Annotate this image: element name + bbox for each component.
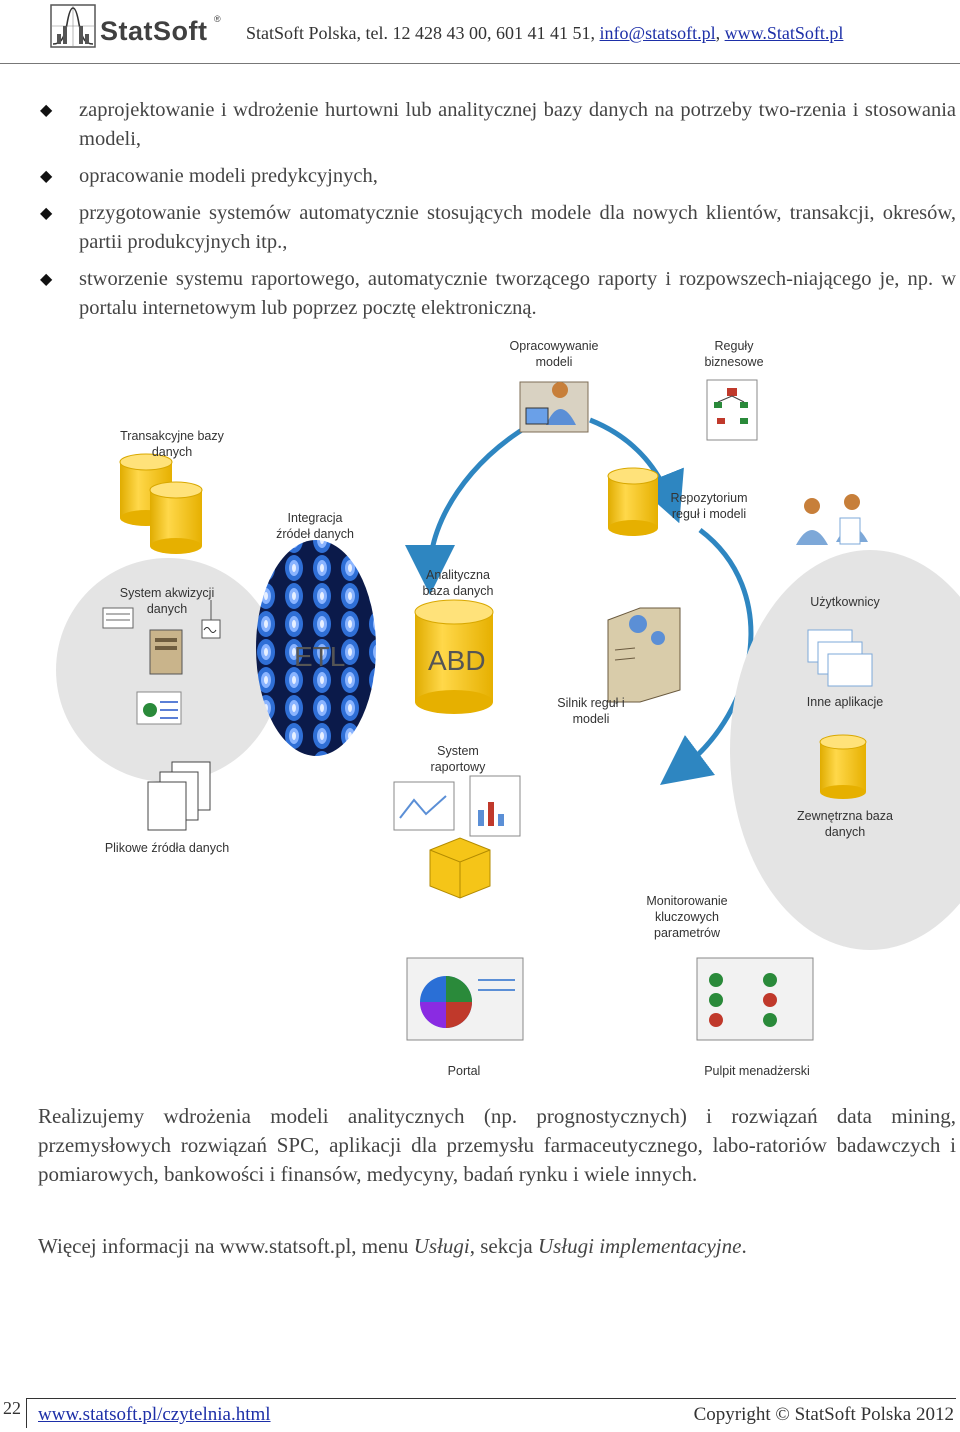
label-line: danych	[152, 445, 192, 459]
label-line: kluczowych	[655, 910, 719, 924]
label-kpi-monitoring: Monitorowanie kluczowych parametrów	[646, 894, 727, 940]
contact-separator: ,	[715, 23, 725, 43]
page-number: 22	[3, 1398, 21, 1418]
label-line: danych	[147, 602, 187, 616]
more-info-prefix: Więcej informacji na www.statsoft.pl, me…	[38, 1234, 414, 1258]
label-line: Monitorowanie	[646, 894, 727, 908]
label-line: Zewnętrzna baza	[797, 809, 893, 823]
implementation-paragraph: Realizujemy wdrożenia modeli analityczny…	[38, 1104, 956, 1186]
label-line: System akwizycji	[120, 586, 214, 600]
label-external-db: Zewnętrzna baza danych	[797, 809, 893, 839]
email-link[interactable]: info@statsoft.pl	[599, 23, 716, 43]
more-info-paragraph: Więcej informacji na www.statsoft.pl, me…	[38, 1232, 956, 1261]
arc-right	[589, 417, 684, 524]
registered-mark: ®	[214, 14, 221, 24]
label-line: modeli	[536, 355, 573, 369]
label-users: Użytkownicy	[810, 595, 880, 609]
external-db-cylinder	[819, 734, 867, 799]
architecture-diagram: ETL ABD	[56, 339, 960, 1078]
menu-name: Usługi	[413, 1234, 470, 1258]
bullet-item: ◆ przygotowanie systemów automatycznie s…	[38, 199, 956, 257]
etl-label: ETL	[294, 641, 345, 672]
model-development-icon	[519, 381, 589, 433]
section-name: Usługi implementacyjne	[537, 1234, 742, 1258]
label-line: Silnik reguł i	[557, 696, 624, 710]
label-analytic-db: Analityczna baza danych	[423, 568, 494, 598]
label-reporting: System raportowy	[431, 744, 487, 774]
etl-block: ETL	[256, 540, 376, 756]
bullet-text: stworzenie systemu raportowego, automaty…	[79, 268, 956, 319]
more-info-suffix: .	[741, 1234, 747, 1258]
bullet-item: ◆ opracowanie modeli predykcyjnych,	[38, 162, 956, 191]
users-icon	[796, 494, 868, 545]
label-line: raportowy	[431, 760, 487, 774]
diamond-bullet-icon: ◆	[40, 205, 53, 222]
logo-wordmark: StatSoft	[100, 16, 208, 46]
service-bullet-list: ◆ zaprojektowanie i wdrożenie hurtowni l…	[38, 96, 956, 331]
diamond-bullet-icon: ◆	[40, 102, 53, 119]
label-line: modeli	[573, 712, 610, 726]
label-line: biznesowe	[704, 355, 763, 369]
footer-vertical-divider	[26, 1398, 27, 1428]
diamond-bullet-icon: ◆	[40, 168, 53, 185]
flat-files-icon	[147, 761, 211, 831]
bullet-item: ◆ stworzenie systemu raportowego, automa…	[38, 265, 956, 323]
label-portal: Portal	[448, 1064, 481, 1078]
label-integration: Integracja źródeł danych	[276, 511, 354, 541]
other-apps-icon	[807, 629, 873, 687]
arc-left	[405, 422, 532, 595]
label-repository: Repozytorium reguł i modeli	[670, 491, 747, 521]
website-link[interactable]: www.StatSoft.pl	[724, 23, 844, 43]
label-line: Transakcyjne bazy	[120, 429, 224, 443]
statsoft-logo-icon	[50, 4, 96, 48]
label-engine: Silnik reguł i modeli	[557, 696, 624, 726]
transactional-db-cylinders	[119, 453, 203, 554]
footer-link[interactable]: www.statsoft.pl/czytelnia.html	[38, 1404, 271, 1425]
bullet-text: zaprojektowanie i wdrożenie hurtowni lub…	[79, 99, 956, 150]
label-line: baza danych	[423, 584, 494, 598]
footer-divider	[26, 1398, 956, 1399]
portal-icon	[406, 957, 524, 1041]
rules-engine-icon	[607, 607, 681, 703]
copyright-text: Copyright © StatSoft Polska 2012	[693, 1404, 954, 1425]
label-flat-files: Plikowe źródła danych	[105, 841, 229, 855]
bullet-text: opracowanie modeli predykcyjnych,	[79, 165, 378, 187]
header-contact: StatSoft Polska, tel. 12 428 43 00, 601 …	[246, 23, 843, 44]
abd-cylinder: ABD	[414, 599, 494, 714]
dashboard-icon	[696, 957, 814, 1041]
contact-text: StatSoft Polska, tel. 12 428 43 00, 601 …	[246, 23, 600, 43]
header-divider	[0, 63, 960, 64]
repository-cylinder	[607, 467, 659, 536]
label-line: Integracja	[288, 511, 343, 525]
page-header: StatSoft ® StatSoft Polska, tel. 12 428 …	[0, 0, 960, 66]
acquisition-panel	[56, 558, 280, 782]
label-dashboard: Pulpit menadżerski	[704, 1064, 810, 1078]
bullet-item: ◆ zaprojektowanie i wdrożenie hurtowni l…	[38, 96, 956, 154]
label-line: Reguły	[715, 339, 755, 353]
label-line: parametrów	[654, 926, 721, 940]
bullet-text: przygotowanie systemów automatycznie sto…	[79, 202, 956, 253]
reporting-system-icon	[393, 775, 521, 837]
label-other-apps: Inne aplikacje	[807, 695, 883, 709]
label-line: reguł i modeli	[672, 507, 746, 521]
label-transactional-db: Transakcyjne bazy danych	[120, 429, 224, 459]
diamond-bullet-icon: ◆	[40, 271, 53, 288]
label-line: Opracowywanie	[510, 339, 599, 353]
label-line: Analityczna	[426, 568, 490, 582]
data-cube-icon	[429, 837, 491, 899]
label-business-rules: Reguły biznesowe	[704, 339, 763, 369]
abd-label: ABD	[428, 645, 486, 676]
label-line: źródeł danych	[276, 527, 354, 541]
label-model-development: Opracowywanie modeli	[510, 339, 599, 369]
label-acquisition: System akwizycji danych	[120, 586, 214, 616]
label-line: danych	[825, 825, 865, 839]
label-line: System	[437, 744, 479, 758]
label-line: Repozytorium	[670, 491, 747, 505]
business-rules-icon	[706, 379, 758, 441]
more-info-middle: , sekcja	[469, 1234, 538, 1258]
